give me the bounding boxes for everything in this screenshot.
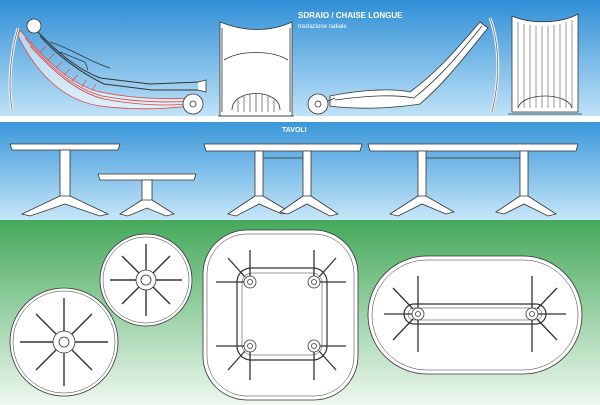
table-elevation-round-low xyxy=(97,173,197,217)
table-elevation-square xyxy=(203,143,363,217)
table-plan-round-large xyxy=(9,287,119,397)
table-elevation-round-medium xyxy=(9,143,121,217)
chaise-section-title: SDRAIO / CHAISE LONGUE xyxy=(298,11,403,20)
table-plan-oval xyxy=(367,255,583,375)
table-elevation-oval xyxy=(367,143,579,217)
table-plan-round-small xyxy=(99,233,193,327)
band-separator xyxy=(0,116,600,122)
tables-section-title: TAVOLI xyxy=(282,127,307,134)
chaise-side-view-with-figure xyxy=(8,18,207,115)
chaise-rear-view xyxy=(508,13,582,115)
chaise-side-view-reclined xyxy=(307,17,500,115)
chaise-section-subtitle: traslazione radiale xyxy=(298,24,347,30)
chaise-front-view xyxy=(218,21,294,117)
table-plan-square xyxy=(202,229,359,401)
